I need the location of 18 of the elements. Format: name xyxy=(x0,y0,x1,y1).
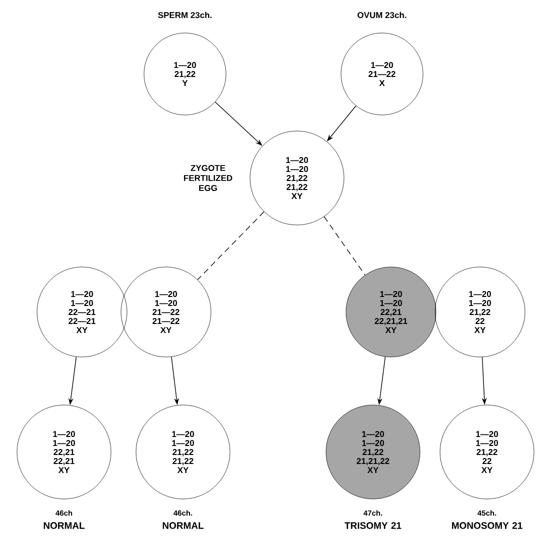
node-caption: TRISOMY 21 xyxy=(344,522,402,529)
circle-node: 1—20 21,22 Y xyxy=(144,32,226,116)
circle-node: 1—20 1—20 21,22 21,22 XY xyxy=(136,404,230,500)
node-caption: SPERM 23ch. xyxy=(158,12,212,18)
circle-node: 1—20 1—20 22,21 22,21,21 XY xyxy=(346,266,436,358)
circle-node: 1—20 1—20 21,22 21,21,22 XY xyxy=(326,404,420,500)
circle-node: 1—20 1—20 21,22 22 XY xyxy=(440,404,534,500)
node-caption: NORMAL xyxy=(162,522,204,529)
node-caption: OVUM 23ch. xyxy=(358,12,406,18)
circle-node: 1—20 1—20 21,22 22 XY xyxy=(434,266,526,358)
circle-node: 1—20 1—20 22,21 22,21 XY xyxy=(16,404,112,500)
circle-node: 1—20 21—22 X xyxy=(340,32,424,116)
node-caption: MONOSOMY 21 xyxy=(452,522,522,529)
circle-node: 1—20 1—20 21—22 21—22 XY xyxy=(120,266,212,358)
circle-node: 1—20 1—20 21,22 21,22 XY xyxy=(250,130,344,226)
node-caption: ZYGOTE FERTILIZED EGG xyxy=(184,165,232,191)
circle-node: 1—20 1—20 22—21 22—21 XY xyxy=(36,266,128,358)
node-caption: NORMAL xyxy=(44,522,85,529)
